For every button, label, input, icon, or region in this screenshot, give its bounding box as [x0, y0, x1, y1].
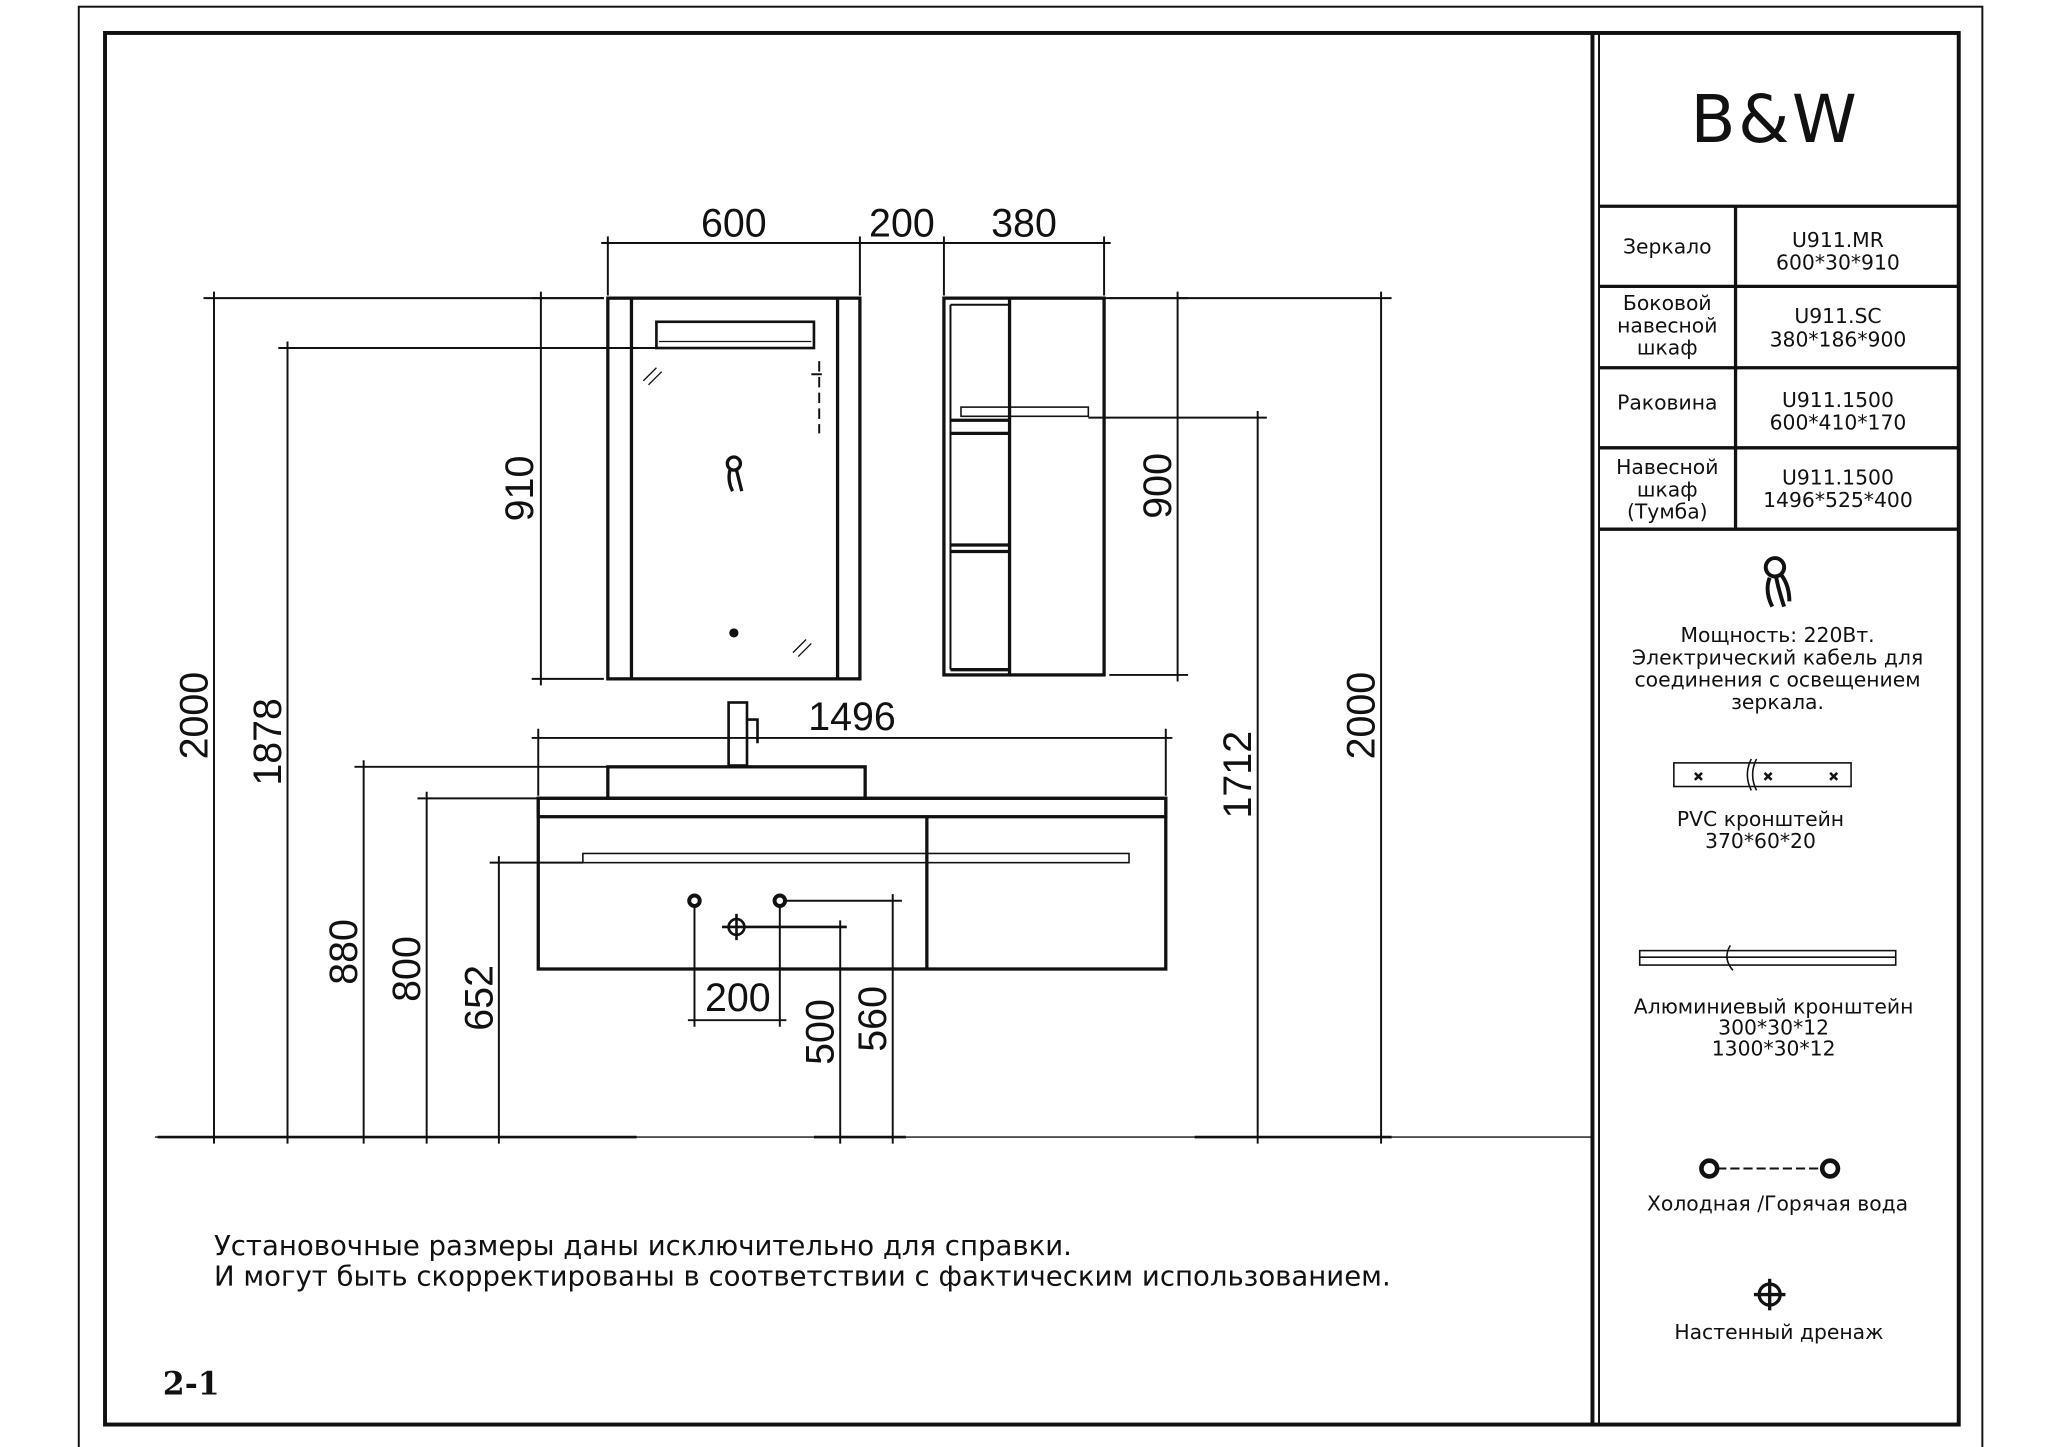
pvc-bracket-icon: × × × [1673, 758, 1852, 791]
note-line-1: Установочные размеры даны исключительно … [214, 1230, 1072, 1262]
water-pipes-icon [1699, 1158, 1841, 1179]
svg-text:2000: 2000 [1340, 672, 1384, 760]
page-number: 2-1 [163, 1365, 220, 1402]
svg-text:U911.SC: U911.SC [1794, 304, 1881, 328]
basin [606, 765, 867, 800]
svg-text:880: 880 [322, 919, 366, 985]
legend-drain: Настенный дренаж [1674, 1320, 1883, 1344]
svg-text:1712: 1712 [1216, 731, 1260, 819]
svg-text:1878: 1878 [246, 698, 290, 786]
cable-icon [1763, 556, 1792, 608]
svg-text:соединения с освещением: соединения с освещением [1634, 668, 1920, 692]
svg-text:Зеркало: Зеркало [1623, 235, 1712, 259]
svg-text:зеркала.: зеркала. [1731, 690, 1824, 714]
legend-aluminum-size-2: 1300*30*12 [1712, 1037, 1836, 1061]
faucet [727, 701, 749, 767]
svg-text:Раковина: Раковина [1617, 391, 1717, 415]
mirror [606, 296, 862, 681]
svg-text:200: 200 [869, 201, 935, 245]
drain-icon [1753, 1278, 1786, 1311]
spec-row-vanity: Навесной шкаф (Тумба) U911.1500 1496*525… [1616, 455, 1913, 524]
outer-frame [77, 5, 1984, 1447]
svg-text:910: 910 [498, 456, 542, 522]
svg-text:Мощность: 220Вт.: Мощность: 220Вт. [1680, 623, 1874, 647]
svg-text:шкаф: шкаф [1637, 336, 1698, 360]
svg-text:×: × [1829, 769, 1839, 783]
wall-drain [722, 913, 847, 941]
svg-text:600*410*170: 600*410*170 [1770, 410, 1907, 434]
svg-text:600*30*910: 600*30*910 [1776, 250, 1900, 274]
svg-text:1496: 1496 [808, 695, 896, 739]
vanity-unit [536, 701, 1168, 971]
svg-text:Боковой: Боковой [1623, 291, 1712, 315]
note-line-2: И могут быть скорректированы в соответст… [214, 1260, 1391, 1292]
legend-power: Мощность: 220Вт. Электрический кабель дл… [1632, 623, 1923, 714]
side-cabinet [942, 296, 1106, 677]
dimension-labels: 600 200 380 910 900 2000 1878 880 800 65… [172, 201, 1383, 1064]
spec-table [1599, 204, 1959, 531]
svg-text:560: 560 [851, 986, 895, 1052]
dimension-lines [157, 236, 1392, 1144]
svg-text:U911.MR: U911.MR [1792, 228, 1884, 252]
legend-aluminum-size-1: 300*30*12 [1718, 1016, 1829, 1040]
svg-text:652: 652 [457, 965, 501, 1031]
legend-aluminum-label: Алюминиевый кронштейн [1634, 995, 1914, 1019]
spec-row-mirror: Зеркало U911.MR 600*30*910 [1623, 228, 1900, 274]
spec-row-side-cabinet: Боковой навесной шкаф U911.SC 380*186*90… [1617, 291, 1906, 360]
svg-text:200: 200 [705, 976, 771, 1020]
legend-water: Холодная /Горячая вода [1647, 1192, 1908, 1216]
svg-text:шкаф: шкаф [1637, 477, 1698, 501]
aluminum-bracket-icon [1638, 944, 1897, 971]
svg-text:U911.1500: U911.1500 [1782, 388, 1894, 412]
svg-text:×: × [1763, 769, 1773, 783]
legend-pvc-label: PVC кронштейн [1677, 807, 1844, 831]
svg-text:800: 800 [385, 936, 429, 1002]
svg-text:1496*525*400: 1496*525*400 [1763, 488, 1913, 512]
svg-text:600: 600 [701, 201, 767, 245]
svg-text:380*186*900: 380*186*900 [1770, 328, 1907, 352]
svg-text:380: 380 [991, 201, 1057, 245]
mirror-sensor [729, 628, 739, 638]
svg-text:навесной: навесной [1617, 313, 1717, 337]
svg-text:×: × [1694, 769, 1704, 783]
svg-text:(Тумба): (Тумба) [1627, 500, 1708, 524]
inner-frame [103, 30, 1961, 1427]
svg-text:Навесной: Навесной [1616, 455, 1718, 479]
spec-row-basin: Раковина U911.1500 600*410*170 [1617, 388, 1906, 434]
water-inlets [687, 893, 788, 908]
svg-text:U911.1500: U911.1500 [1782, 466, 1894, 490]
svg-text:500: 500 [799, 999, 843, 1065]
legend-pvc-size: 370*60*20 [1705, 829, 1816, 853]
svg-text:Электрический кабель для: Электрический кабель для [1632, 645, 1923, 669]
svg-text:900: 900 [1136, 453, 1180, 519]
brand-logo: B&W [1690, 82, 1859, 158]
svg-text:2000: 2000 [172, 672, 216, 760]
